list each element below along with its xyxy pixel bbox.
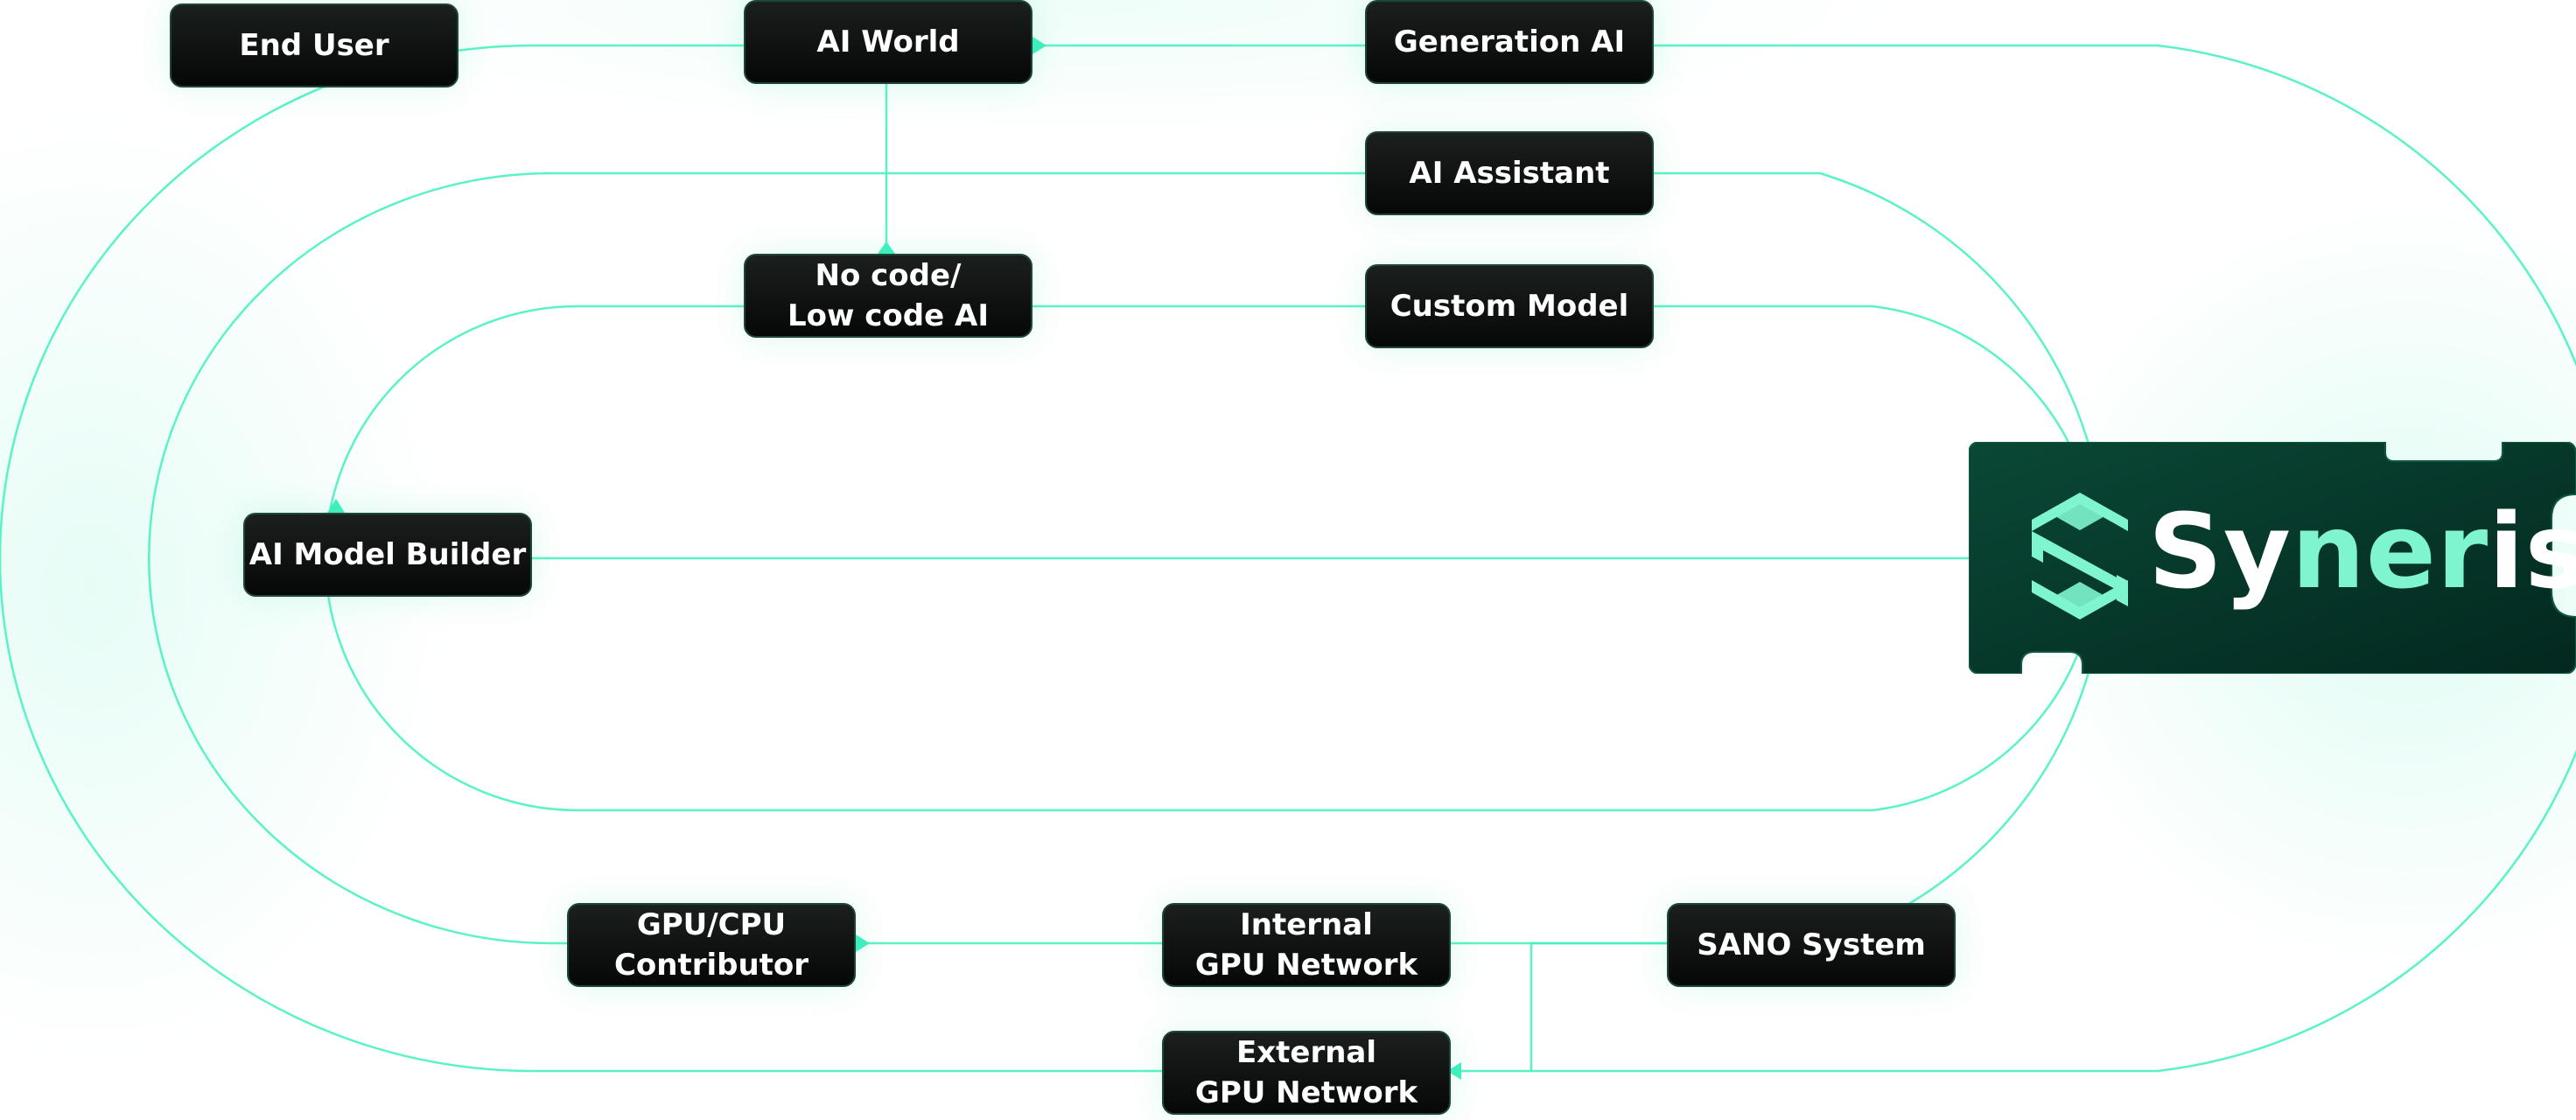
arrow-into-external-gpu [1447,1062,1461,1080]
node-no-code-low-code-ai[interactable]: No code/ Low code AI [744,254,1032,338]
node-ai-world[interactable]: AI World [744,0,1032,84]
node-end-user[interactable]: End User [170,4,458,88]
no-code-line2: Low code AI [788,298,989,333]
syneris-logo-card[interactable] [1969,442,2576,674]
node-ai-model-builder[interactable]: AI Model Builder [243,513,532,597]
arrow-into-no-code [878,242,895,254]
syneris-hexagon-s-icon [2032,493,2128,620]
arrow-into-model-builder [327,499,345,513]
middle-track [147,172,2107,945]
ai-model-builder-label: AI Model Builder [248,537,527,572]
wordmark-part3: is [2488,491,2576,612]
syneris-wordmark: Syneris [2148,490,2576,612]
node-internal-gpu-network[interactable]: Internal GPU Network [1162,903,1451,987]
track-group [0,44,2576,1073]
end-user-label: End User [239,28,389,63]
sano-system-label: SANO System [1697,928,1926,962]
wordmark-part1: Sy [2148,491,2292,612]
sano-connector-line [1530,942,1667,1071]
node-custom-model[interactable]: Custom Model [1365,264,1654,348]
external-gpu-line2: GPU Network [1194,1075,1418,1110]
internal-gpu-line1: Internal [1240,907,1373,942]
node-sano-system[interactable]: SANO System [1667,903,1956,987]
gpu-cpu-line2: Contributor [613,948,809,983]
arrow-into-ai-world [1032,37,1046,54]
wordmark-part2: ner [2291,491,2489,612]
no-code-line1: No code/ [815,258,962,293]
node-external-gpu-network[interactable]: External GPU Network [1162,1031,1451,1115]
internal-gpu-line2: GPU Network [1194,948,1418,983]
node-generation-ai[interactable]: Generation AI [1365,0,1654,84]
custom-model-label: Custom Model [1390,289,1629,324]
node-gpu-cpu-contributor[interactable]: GPU/CPU Contributor [567,903,856,987]
gpu-cpu-line1: GPU/CPU [636,907,787,942]
ai-world-label: AI World [816,24,960,60]
inner-track [324,304,2098,812]
outer-track [0,44,2576,1073]
node-ai-assistant[interactable]: AI Assistant [1365,131,1654,215]
generation-ai-label: Generation AI [1393,24,1626,60]
logo-card-shape [1969,442,2576,674]
external-gpu-line1: External [1236,1035,1377,1070]
arrow-group [327,37,1461,1080]
arrow-into-contributor [856,934,870,952]
ai-assistant-label: AI Assistant [1409,156,1610,191]
